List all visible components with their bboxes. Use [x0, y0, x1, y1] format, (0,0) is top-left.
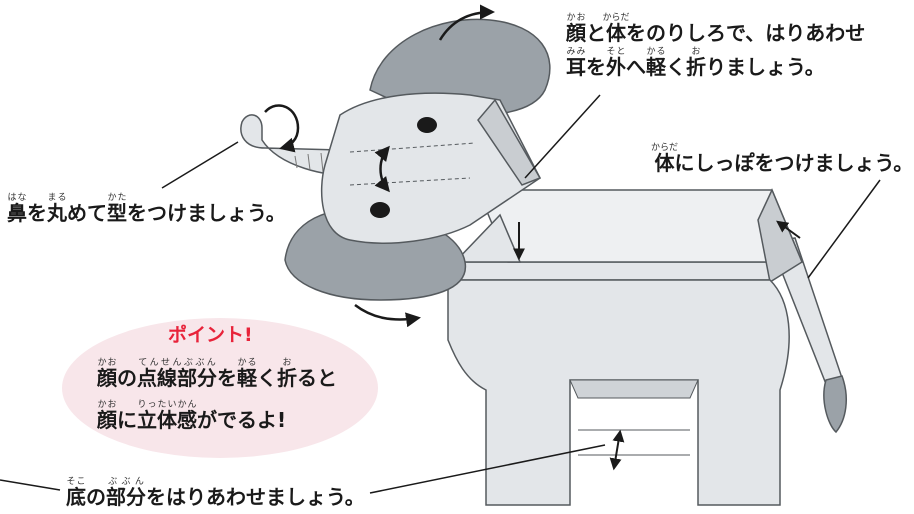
- double-arrow-icon: [609, 429, 625, 471]
- curved-arrow-icon: [438, 4, 495, 41]
- leader-line-bottom: [369, 444, 606, 494]
- caption-tail: 体からだにしっぽをつけましょう。: [651, 143, 914, 175]
- neck-tab: [453, 213, 522, 263]
- point-bubble: [62, 318, 378, 458]
- double-arrow-icon: [374, 145, 390, 193]
- caption-face-body-line2: 耳みみを外そとへ軽かるく折おりましょう。: [566, 47, 825, 79]
- point-line2: 顔かおに立体感りったいかんがでるよ!: [97, 400, 287, 432]
- leader-line-nose: [161, 141, 239, 189]
- curved-arrow-icon: [354, 304, 421, 328]
- elephant-eye-upper: [417, 117, 437, 133]
- face-dotted-line-lower: [349, 177, 471, 186]
- caption-face-body-line1: 顔かおと体からだをのりしろで、はりあわせ: [566, 13, 866, 45]
- elephant-trunk: [240, 114, 346, 176]
- caption-nose: 鼻はなを丸まるめて型かたをつけましょう。: [7, 193, 286, 225]
- leader-line-bottom-left: [0, 479, 61, 491]
- caption-bottom: 底そこの部分ぶぶんをはりあわせましょう。: [66, 477, 365, 509]
- elephant-body: [447, 188, 804, 506]
- leader-line-face: [524, 94, 601, 179]
- tail-tuft: [823, 375, 848, 434]
- elephant-eye-lower: [370, 202, 390, 218]
- curved-arrow-icon: [264, 104, 300, 153]
- point-title: ポイント!: [168, 324, 253, 346]
- tail-arrow-icon: [776, 220, 801, 239]
- point-line1: 顔かおの点線部分てんせんぶぶんを軽かるく折おると: [97, 358, 337, 390]
- leader-line-tail: [807, 179, 881, 279]
